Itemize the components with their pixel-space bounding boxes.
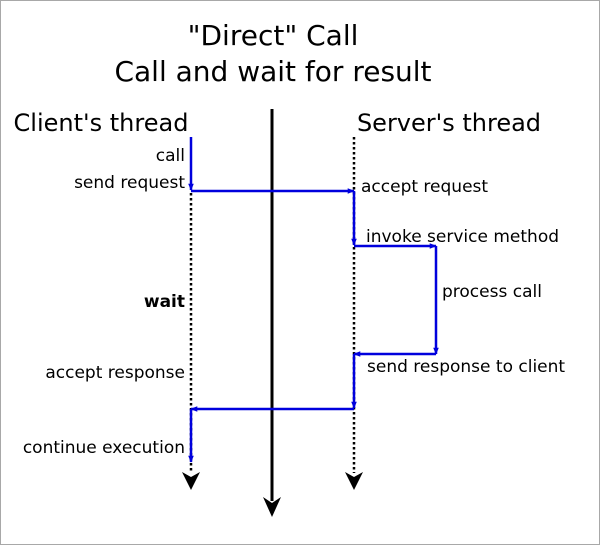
- server-thread-heading: Server's thread: [357, 109, 541, 137]
- client-lifeline-arrowhead: [182, 472, 200, 490]
- label-send-response-to-client: send response to client: [367, 357, 565, 377]
- label-accept-request: accept request: [361, 177, 488, 197]
- label-continue-execution: continue execution: [23, 438, 185, 458]
- diagram-title-line1: "Direct" Call: [188, 19, 359, 52]
- client-thread-heading: Client's thread: [14, 109, 189, 137]
- execution-flow: [188, 137, 439, 463]
- label-call: call: [156, 146, 185, 166]
- label-process-call: process call: [442, 282, 542, 302]
- label-wait: wait: [144, 292, 185, 312]
- label-send-request: send request: [74, 173, 185, 193]
- diagram-title-line2: Call and wait for result: [114, 55, 431, 88]
- server-lifeline-arrowhead: [345, 472, 363, 490]
- main-timeline-arrowhead: [263, 497, 281, 517]
- label-accept-response: accept response: [45, 363, 185, 383]
- label-invoke-service-method: invoke service method: [366, 227, 559, 247]
